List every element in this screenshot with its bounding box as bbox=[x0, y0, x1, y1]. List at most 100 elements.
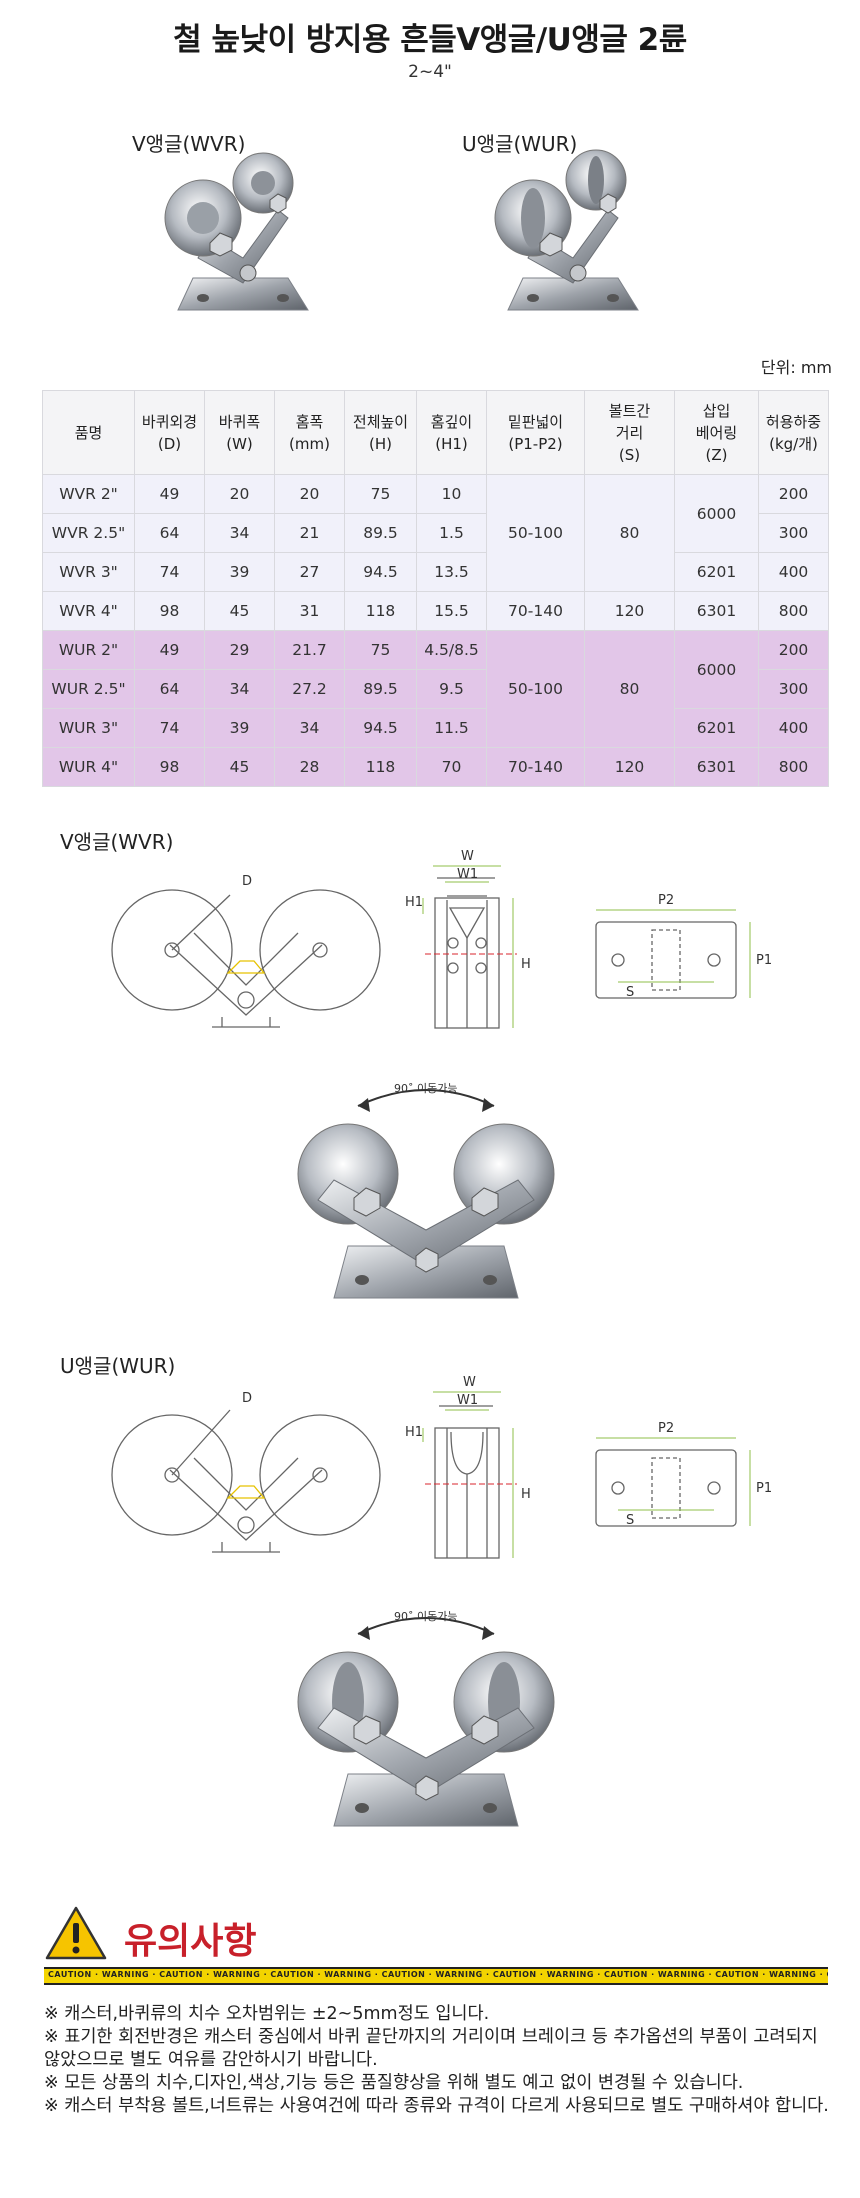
cell-h1: 70 bbox=[416, 747, 487, 787]
size-range: 2~4" bbox=[408, 62, 452, 82]
dim-h1-label: H1 bbox=[405, 895, 423, 910]
cell-bearing: 6000 bbox=[674, 474, 759, 553]
dim-w1-label: W1 bbox=[457, 1393, 478, 1408]
cell-h1: 11.5 bbox=[416, 708, 487, 748]
dim-s-label: S bbox=[626, 1513, 634, 1528]
cell-h: 75 bbox=[344, 474, 417, 514]
dim-w1-label: W1 bbox=[457, 867, 478, 882]
cell-name: WVR 2" bbox=[42, 474, 135, 514]
cell-w: 39 bbox=[204, 552, 275, 592]
cell-d: 98 bbox=[134, 747, 205, 787]
cell-load: 400 bbox=[758, 552, 829, 592]
cell-d: 64 bbox=[134, 669, 205, 709]
cell-h: 75 bbox=[344, 630, 417, 670]
table-row: WVR 2" 49 20 20 75 10 50-100 80 6000 200 bbox=[42, 474, 829, 592]
cell-name: WUR 2" bbox=[42, 630, 135, 670]
table-row: WUR 3" 74 39 34 94.5 11.5 6201 400 bbox=[42, 708, 829, 748]
dim-h-label: H bbox=[521, 1487, 531, 1502]
cell-groove: 20 bbox=[274, 474, 345, 514]
cell-groove: 21.7 bbox=[274, 630, 345, 670]
table-row: WVR 2.5" 64 34 21 89.5 1.5 300 bbox=[42, 513, 829, 553]
table-row: WUR 2.5" 64 34 27.2 89.5 9.5 300 bbox=[42, 669, 829, 709]
col-header-groove: 홈폭(mm) bbox=[274, 390, 345, 475]
wvr-front-view: W W1 H1 H bbox=[405, 849, 531, 1029]
cell-load: 400 bbox=[758, 708, 829, 748]
dim-h1-label: H1 bbox=[405, 1425, 423, 1440]
cell-groove: 34 bbox=[274, 708, 345, 748]
wur-base-plate-view: P2 P1 S bbox=[595, 1421, 772, 1528]
col-header-groove-depth: 홈깊이(H1) bbox=[416, 390, 487, 475]
cell-name: WUR 2.5" bbox=[42, 669, 135, 709]
cell-name: WVR 4" bbox=[42, 591, 135, 631]
dim-w-label: W bbox=[461, 849, 474, 864]
dim-p2-label: P2 bbox=[658, 1421, 674, 1436]
cell-w: 45 bbox=[204, 747, 275, 787]
cell-load: 800 bbox=[758, 747, 829, 787]
cell-bolt: 120 bbox=[584, 591, 675, 631]
wvr-drawing-label: V앵글(WVR) bbox=[60, 830, 174, 854]
cell-d: 74 bbox=[134, 708, 205, 748]
cell-bearing: 6301 bbox=[674, 591, 759, 631]
cell-load: 300 bbox=[758, 513, 829, 553]
cell-load: 800 bbox=[758, 591, 829, 631]
cell-h: 94.5 bbox=[344, 708, 417, 748]
cell-d: 49 bbox=[134, 474, 205, 514]
cell-h1: 1.5 bbox=[416, 513, 487, 553]
cell-h1: 4.5/8.5 bbox=[416, 630, 487, 670]
dim-s-label: S bbox=[626, 985, 634, 1000]
cell-groove: 27.2 bbox=[274, 669, 345, 709]
spec-table: 품명 바퀴외경(D) 바퀴폭(W) 홈폭(mm) 전체높이(H) 홈깊이(H1)… bbox=[42, 390, 829, 787]
dim-d-label: D bbox=[242, 874, 252, 889]
cell-w: 34 bbox=[204, 669, 275, 709]
cell-bolt: 80 bbox=[584, 630, 675, 748]
cell-bearing: 6201 bbox=[674, 552, 759, 592]
col-header-width: 바퀴폭(W) bbox=[204, 390, 275, 475]
cell-w: 20 bbox=[204, 474, 275, 514]
cell-plate: 50-100 bbox=[486, 630, 585, 748]
wur-drawing-label: U앵글(WUR) bbox=[60, 1354, 176, 1378]
cell-h: 89.5 bbox=[344, 513, 417, 553]
dim-d-label: D bbox=[242, 1391, 252, 1406]
wur-photo-label: U앵글(WUR) bbox=[462, 132, 578, 156]
wur-swivel-photo: 90˚ 이동가능 bbox=[297, 1610, 555, 1827]
cell-plate: 70-140 bbox=[486, 591, 585, 631]
cell-h: 89.5 bbox=[344, 669, 417, 709]
cell-h: 118 bbox=[344, 747, 417, 787]
table-row: WVR 3" 74 39 27 94.5 13.5 6201 400 bbox=[42, 552, 829, 592]
cell-h: 94.5 bbox=[344, 552, 417, 592]
cell-d: 98 bbox=[134, 591, 205, 631]
cell-bearing: 6000 bbox=[674, 630, 759, 709]
cell-w: 29 bbox=[204, 630, 275, 670]
cell-plate: 50-100 bbox=[486, 474, 585, 592]
warning-icon bbox=[45, 1906, 107, 1960]
cell-name: WVR 2.5" bbox=[42, 513, 135, 553]
col-header-name: 품명 bbox=[42, 390, 135, 475]
dim-p1-label: P1 bbox=[756, 1481, 772, 1496]
table-header-row: 품명 바퀴외경(D) 바퀴폭(W) 홈폭(mm) 전체높이(H) 홈깊이(H1)… bbox=[42, 390, 829, 475]
cell-load: 300 bbox=[758, 669, 829, 709]
caution-tape: CAUTION · WARNING · CAUTION · WARNING · … bbox=[44, 1967, 828, 1985]
cell-groove: 31 bbox=[274, 591, 345, 631]
cell-d: 49 bbox=[134, 630, 205, 670]
note-item: ※ 표기한 회전반경은 캐스터 중심에서 바퀴 끝단까지의 거리이며 브레이크 … bbox=[44, 2027, 818, 2070]
col-header-height: 전체높이(H) bbox=[344, 390, 417, 475]
table-row: WUR 4" 98 45 28 118 70 70-140 120 6301 8… bbox=[42, 747, 829, 787]
wvr-swivel-photo: 90˚ 이동가능 bbox=[297, 1082, 555, 1299]
cell-w: 34 bbox=[204, 513, 275, 553]
caution-tape-text: CAUTION · WARNING · CAUTION · WARNING · … bbox=[48, 1970, 828, 1979]
cell-name: WUR 3" bbox=[42, 708, 135, 748]
cell-h1: 15.5 bbox=[416, 591, 487, 631]
cell-w: 39 bbox=[204, 708, 275, 748]
rotation-label: 90˚ 이동가능 bbox=[394, 1610, 457, 1623]
cell-load: 200 bbox=[758, 474, 829, 514]
cell-groove: 28 bbox=[274, 747, 345, 787]
dim-p2-label: P2 bbox=[658, 893, 674, 908]
rotation-label: 90˚ 이동가능 bbox=[394, 1082, 457, 1095]
cell-w: 45 bbox=[204, 591, 275, 631]
unit-label: 단위: mm bbox=[760, 358, 832, 377]
cell-d: 64 bbox=[134, 513, 205, 553]
dim-h-label: H bbox=[521, 957, 531, 972]
dim-w-label: W bbox=[463, 1375, 476, 1390]
